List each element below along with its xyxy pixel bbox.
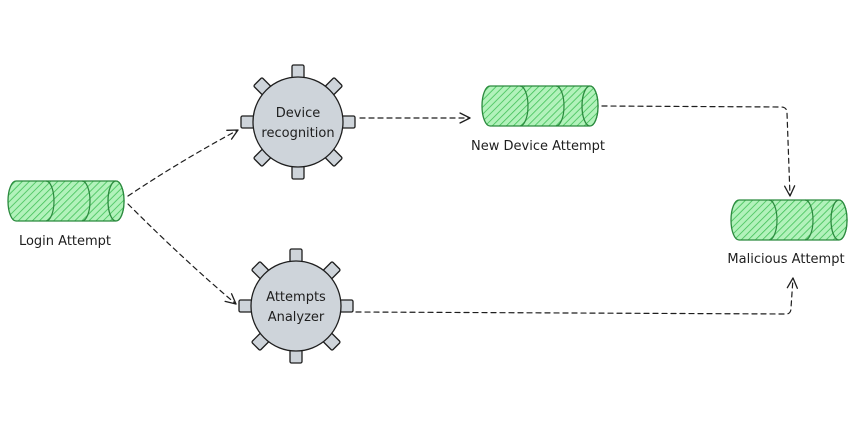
arrow-login-to-attempts-analyzer [127,203,237,305]
cylinder-body [730,199,848,241]
cylinder-segment-divider [768,199,778,241]
cylinder-body [481,85,599,127]
login-attempt-node: Login Attempt [7,180,125,249]
cylinder-segment-divider [519,85,529,127]
malicious-attempt-label: Malicious Attempt [727,252,844,267]
device-recognition-node: Device recognition [240,64,356,180]
device-recognition-label-line-2: recognition [261,126,334,141]
cylinder-segment-divider [81,180,91,222]
arrow-attempts-analyzer-to-malicious [355,277,798,315]
attempts-analyzer-node: Attempts Analyzer [238,248,354,364]
cylinder-segment-divider [45,180,55,222]
cylinder-end-cap [830,199,848,241]
new-device-attempt-node: New Device Attempt [471,85,605,154]
device-recognition-gear-icon [240,64,356,180]
connectors [127,105,798,315]
cylinder-segment-divider [555,85,565,127]
gear-body [252,76,344,168]
malicious-attempt-cylinder-icon [730,199,848,241]
arrow-login-to-device-recognition [127,129,239,197]
device-recognition-label-line-1: Device [276,106,320,121]
attempts-analyzer-gear-icon [238,248,354,364]
new-device-attempt-cylinder-icon [481,85,599,127]
new-device-attempt-label: New Device Attempt [471,139,605,154]
gear-body [250,260,342,352]
arrow-new-device-to-malicious [601,105,796,197]
cylinder-body [7,180,125,222]
login-attempt-cylinder-icon [7,180,125,222]
cylinder-segment-divider [804,199,814,241]
malicious-attempt-node: Malicious Attempt [727,199,848,267]
attempts-analyzer-label-line-1: Attempts [266,290,326,305]
cylinder-end-cap [107,180,125,222]
attempts-analyzer-label-line-2: Analyzer [268,310,325,325]
cylinder-end-cap [581,85,599,127]
login-attempt-label: Login Attempt [19,234,111,249]
